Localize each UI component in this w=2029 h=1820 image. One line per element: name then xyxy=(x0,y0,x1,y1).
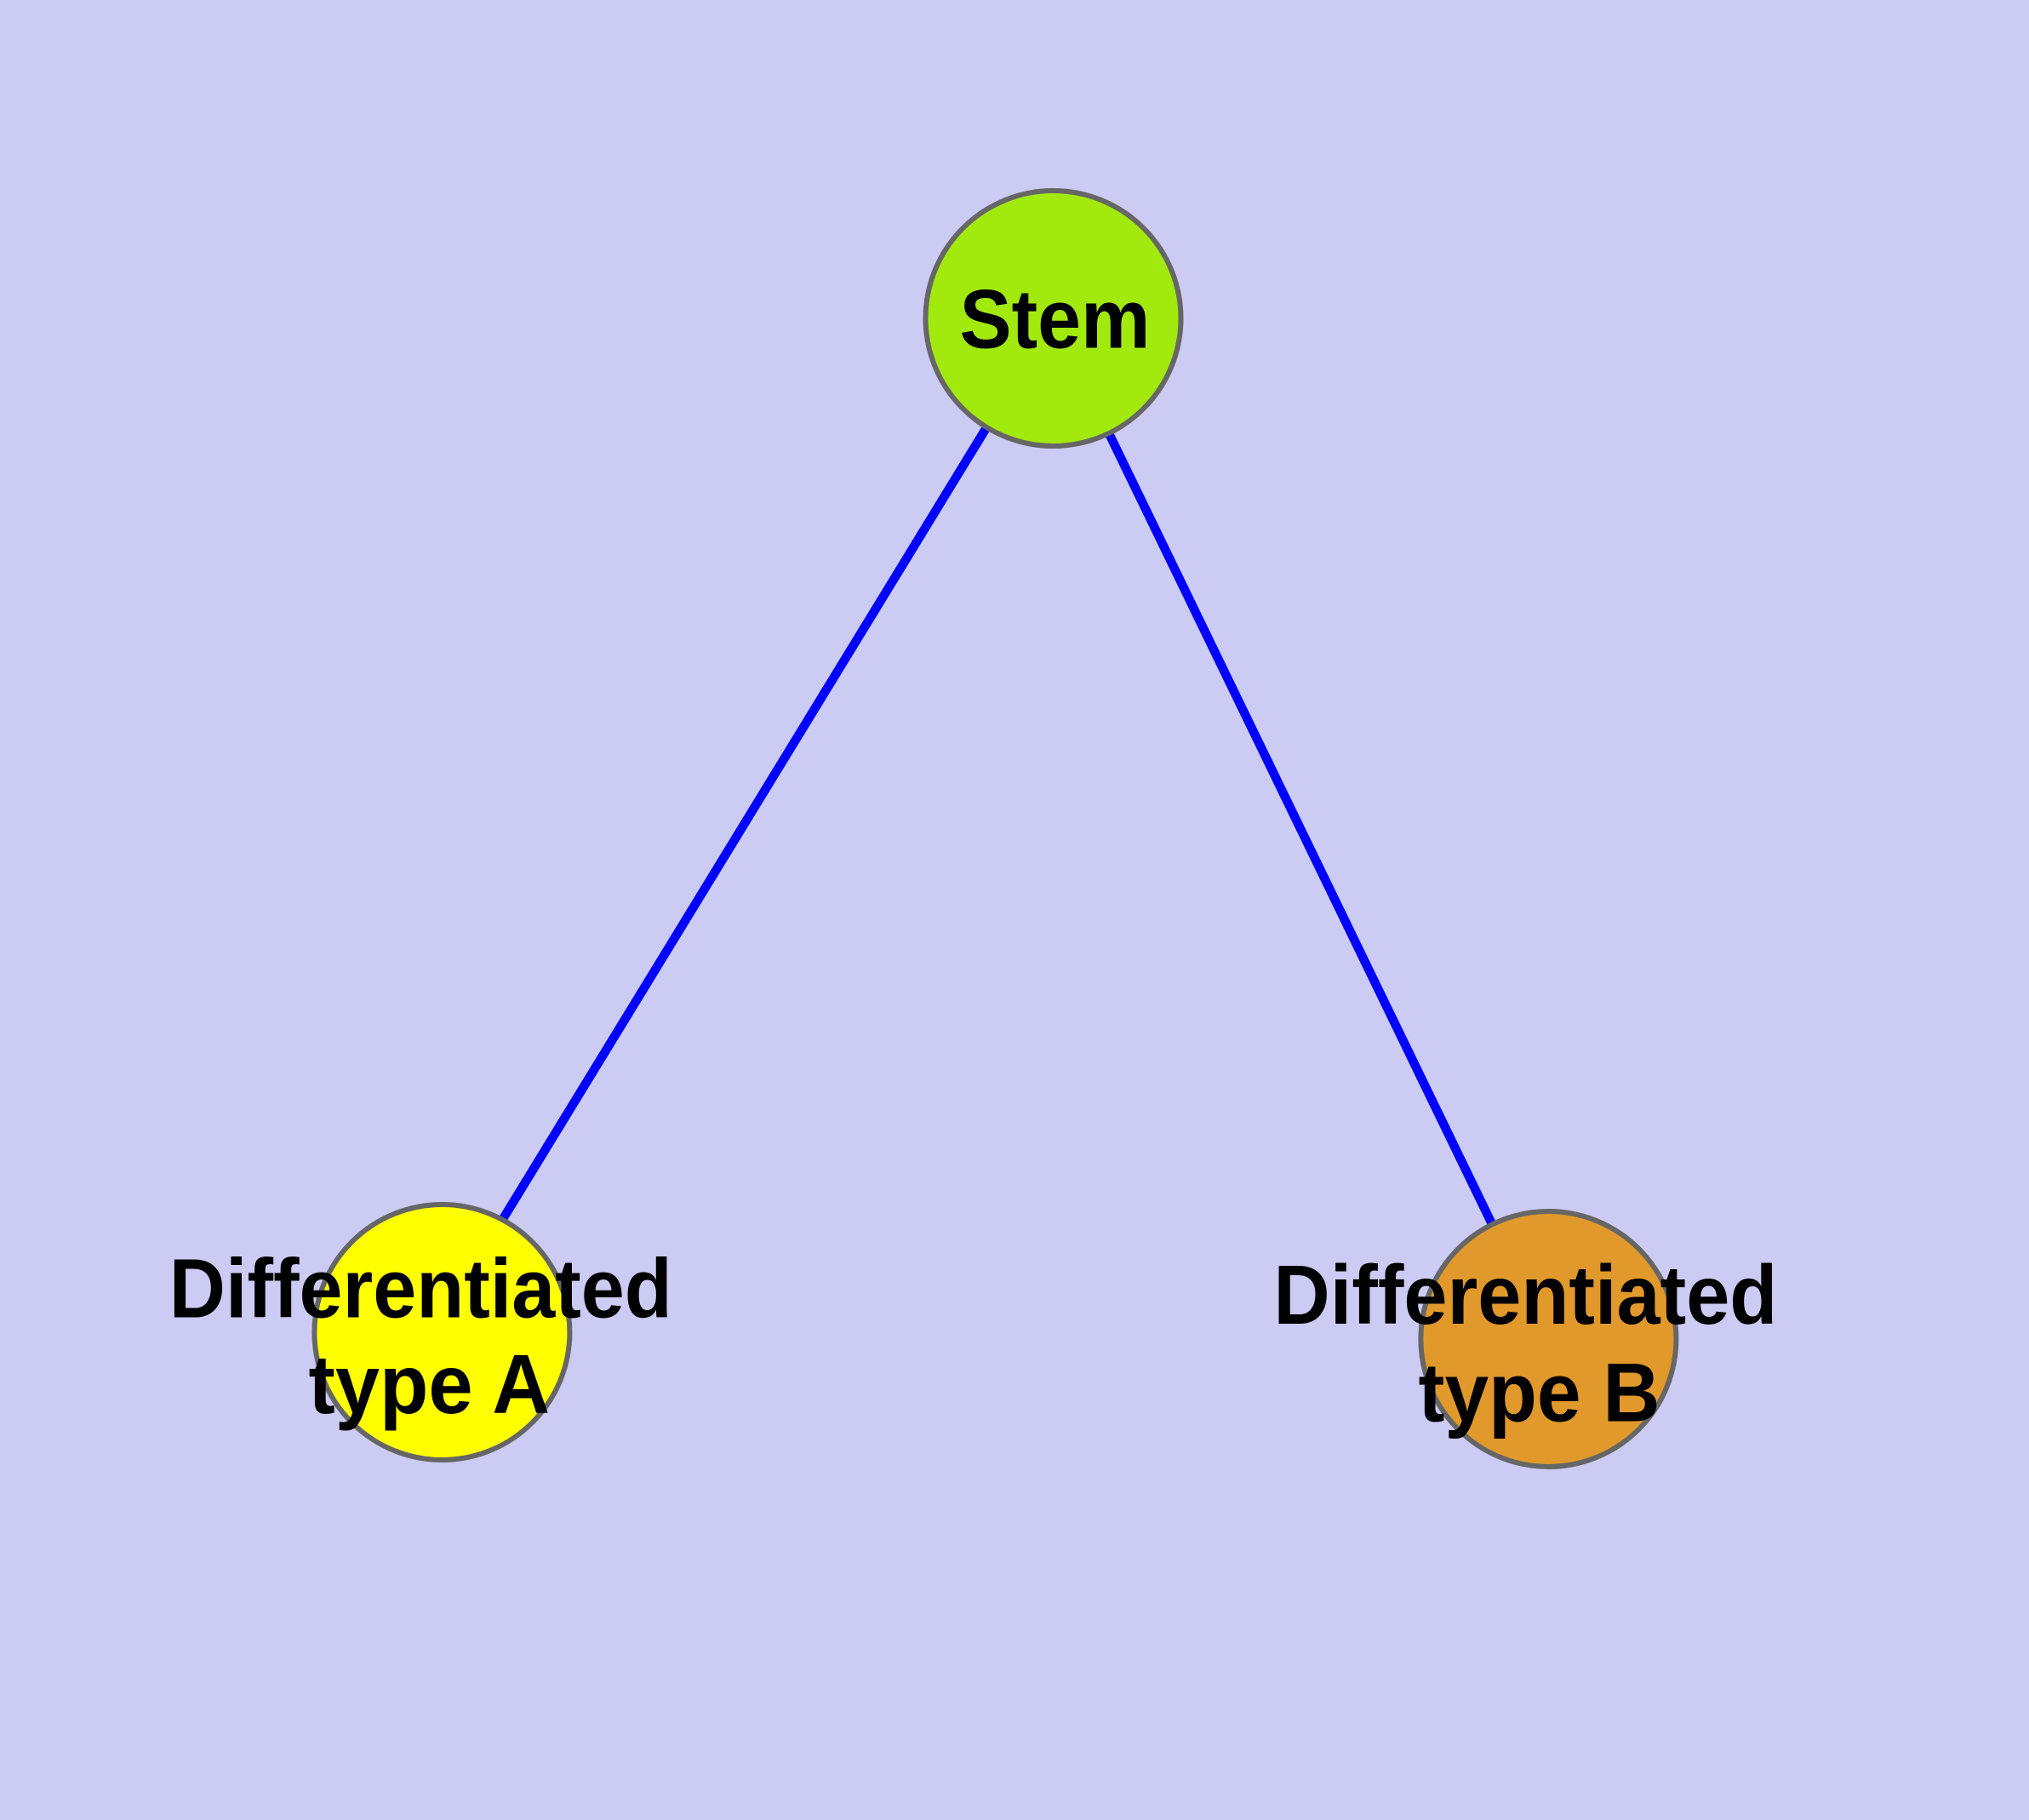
svg-text:Differentiated: Differentiated xyxy=(169,1241,672,1335)
svg-text:Stem: Stem xyxy=(960,272,1151,366)
svg-text:Differentiated: Differentiated xyxy=(1273,1248,1777,1342)
svg-text:type B: type B xyxy=(1419,1345,1660,1439)
svg-text:type A: type A xyxy=(309,1337,551,1431)
